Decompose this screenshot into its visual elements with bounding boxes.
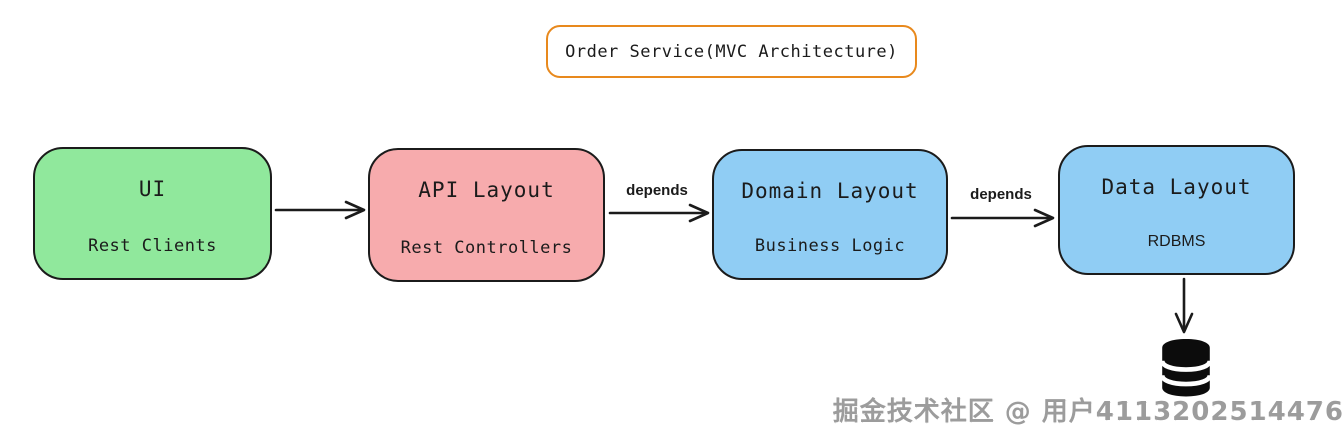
edge-label-depends-2: depends: [970, 186, 1032, 203]
database-cylinder-icon: [1160, 339, 1212, 397]
node-domain-layout-subtitle: Business Logic: [754, 236, 906, 256]
node-ui-title: UI: [138, 177, 167, 201]
diagram-title-box: Order Service(MVC Architecture): [546, 25, 917, 78]
arrow-ui-to-api: [274, 200, 366, 220]
node-data-layout[interactable]: Data Layout RDBMS: [1058, 145, 1295, 275]
node-domain-layout[interactable]: Domain Layout Business Logic: [712, 149, 948, 280]
node-data-layout-title: Data Layout: [1101, 175, 1252, 199]
node-api-layout-title: API Layout: [418, 178, 555, 202]
node-data-layout-subtitle: RDBMS: [1147, 233, 1206, 250]
edge-label-depends-1: depends: [626, 182, 688, 199]
watermark-text: 掘金技术社区 @ 用户4113202514476: [832, 397, 1344, 427]
arrow-data-to-database: [1174, 277, 1194, 334]
node-domain-layout-title: Domain Layout: [741, 179, 919, 203]
node-api-layout-subtitle: Rest Controllers: [400, 238, 573, 258]
node-ui-subtitle: Rest Clients: [88, 236, 217, 256]
diagram-title: Order Service(MVC Architecture): [565, 41, 898, 62]
arrow-api-to-domain: [608, 203, 710, 223]
node-ui[interactable]: UI Rest Clients: [33, 147, 272, 280]
node-api-layout[interactable]: API Layout Rest Controllers: [368, 148, 605, 282]
arrow-domain-to-data: [950, 208, 1055, 228]
